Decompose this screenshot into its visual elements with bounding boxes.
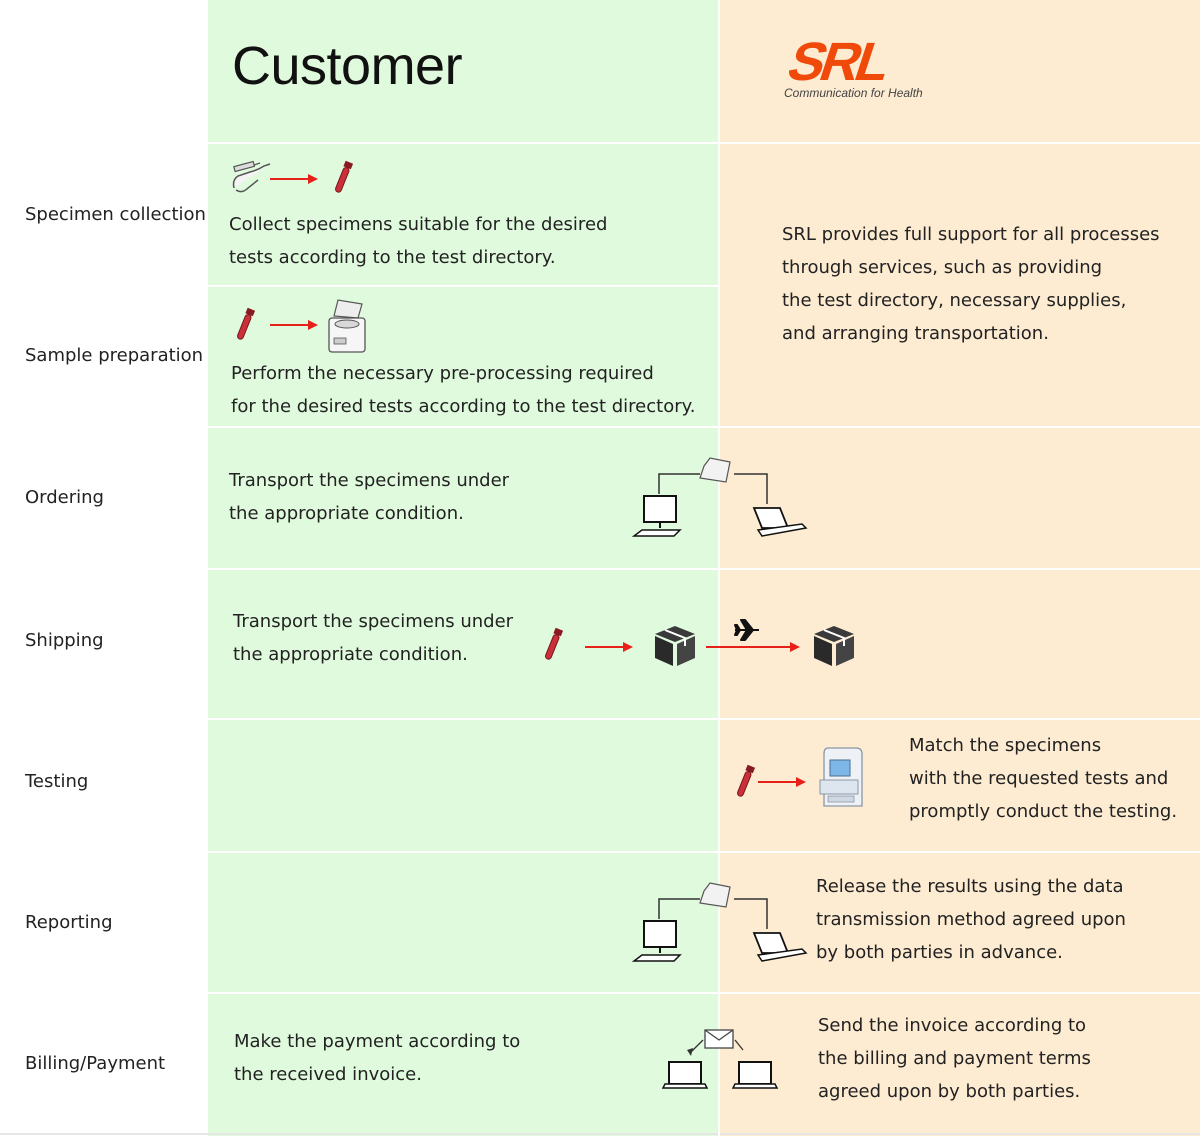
srl-reporting-text: Release the results using the data trans… (816, 876, 1126, 963)
customer-shipping-text: Transport the specimens under the approp… (233, 611, 514, 665)
laptop-icon (731, 1061, 779, 1089)
row-divider (208, 285, 719, 287)
folder-icon (699, 457, 731, 483)
srl-support-text: SRL provides full support for all proces… (782, 224, 1160, 344)
srl-billing-text: Send the invoice according to the billin… (818, 1015, 1091, 1102)
envelope-icon (704, 1029, 734, 1049)
ordering-network-icon (631, 457, 808, 537)
package-box-icon (655, 626, 695, 666)
laptop-icon (661, 1061, 709, 1089)
column-divider (718, 0, 720, 1136)
row-divider (0, 992, 1200, 994)
row-divider (0, 851, 1200, 853)
folder-icon (699, 882, 731, 908)
customer-ordering-text: Transport the specimens under the approp… (229, 470, 510, 524)
analyzer-machine-icon (819, 747, 863, 807)
blood-tube-icon (737, 764, 756, 797)
customer-title: Customer (232, 36, 463, 96)
stage-label-shipping: Shipping (25, 630, 104, 651)
row-divider (0, 1133, 1200, 1135)
customer-preparation-text: Perform the necessary pre-processing req… (231, 363, 696, 417)
blood-tube-icon (545, 627, 564, 660)
desktop-computer-icon (631, 920, 682, 962)
laptop-icon (752, 507, 808, 537)
row-divider (0, 426, 1200, 428)
stage-label-specimen-collection: Specimen collection (25, 204, 206, 225)
stage-label-testing: Testing (25, 771, 89, 792)
srl-logo-mark: SRL (781, 31, 900, 91)
syringe-arm-icon (232, 160, 271, 193)
row-divider (0, 568, 1200, 570)
desktop-computer-icon (631, 495, 682, 537)
airplane-icon (734, 619, 759, 641)
stage-label-billing-payment: Billing/Payment (25, 1053, 166, 1074)
laptop-icon (752, 932, 808, 962)
stage-label-sample-preparation: Sample preparation (25, 345, 204, 366)
red-arrow-icon (270, 320, 318, 330)
srl-logo-text: SRL (784, 38, 899, 86)
stage-label-ordering: Ordering (25, 487, 104, 508)
srl-testing-text: Match the specimens with the requested t… (909, 735, 1178, 822)
srl-logo: SRL Communication for Health (781, 31, 964, 104)
stage-label-reporting: Reporting (25, 912, 113, 933)
customer-collection-text: Collect specimens suitable for the desir… (229, 214, 608, 268)
customer-billing-text: Make the payment according to the receiv… (234, 1031, 521, 1085)
red-arrow-icon (706, 642, 800, 652)
row-divider (0, 142, 1200, 144)
row-divider (0, 718, 1200, 720)
blood-tube-icon (237, 307, 256, 340)
billing-network-icon (661, 1029, 779, 1089)
blood-tube-icon (335, 160, 354, 193)
package-box-icon (814, 626, 854, 666)
srl-tagline: Communication for Health (784, 86, 923, 100)
red-arrow-icon (758, 777, 806, 787)
reporting-network-icon (631, 882, 808, 962)
red-arrow-icon (585, 642, 633, 652)
centrifuge-icon (328, 299, 366, 353)
red-arrow-icon (270, 174, 318, 184)
